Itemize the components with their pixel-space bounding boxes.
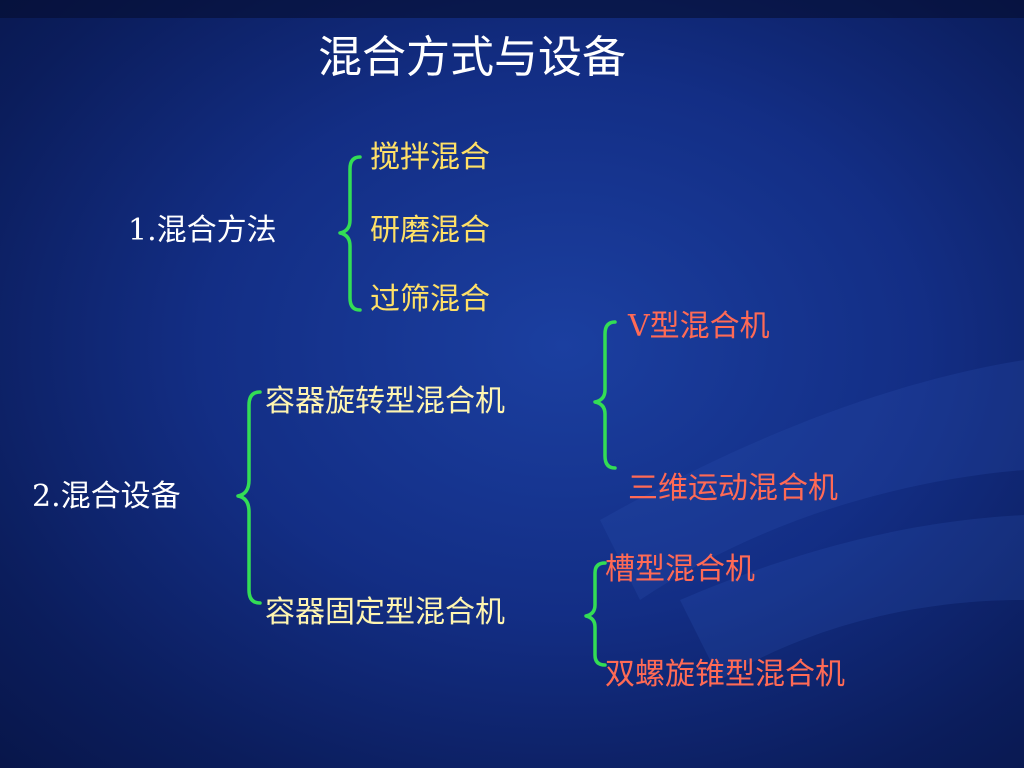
fixed-mixer-label: 容器固定型混合机 bbox=[265, 595, 505, 630]
methods-label: 1.混合方法 bbox=[128, 213, 277, 248]
fixed-mixer-item: 双螺旋锥型混合机 bbox=[605, 657, 845, 692]
methods-bracket bbox=[338, 155, 362, 312]
rotating-mixer-label: 容器旋转型混合机 bbox=[265, 384, 505, 419]
rotating-mixer-item: V型混合机 bbox=[628, 309, 770, 344]
equipment-bracket bbox=[236, 390, 262, 605]
fixed-bracket bbox=[584, 561, 607, 667]
rotating-mixer-item: 三维运动混合机 bbox=[628, 471, 838, 506]
fixed-mixer-item: 槽型混合机 bbox=[605, 552, 755, 587]
method-item: 研磨混合 bbox=[370, 213, 490, 248]
rotating-bracket bbox=[593, 320, 617, 470]
slide-title: 混合方式与设备 bbox=[318, 32, 626, 83]
method-item: 搅拌混合 bbox=[370, 140, 490, 175]
method-item: 过筛混合 bbox=[370, 282, 490, 317]
equipment-label: 2.混合设备 bbox=[32, 479, 181, 514]
